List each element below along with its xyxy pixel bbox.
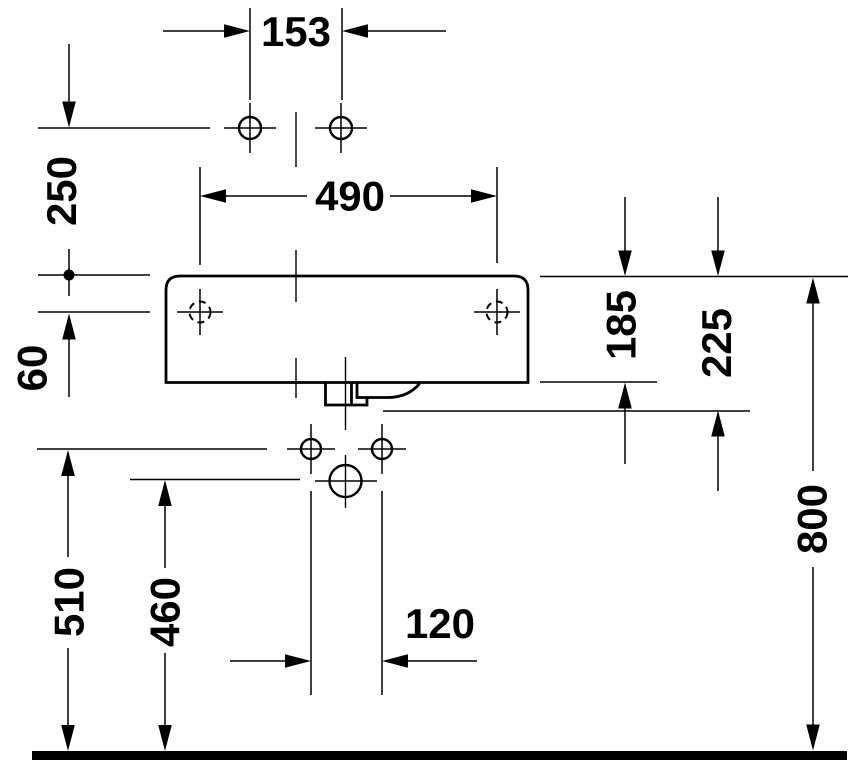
basin-outline <box>164 274 530 384</box>
dim-supply-lines-to-floor: 510 <box>46 450 93 751</box>
arrow-right-icon <box>471 189 497 203</box>
waste-outlet-stub <box>324 382 421 407</box>
dim-label-rim-to-floor: 800 <box>789 484 836 554</box>
arrow-down-icon <box>61 725 75 751</box>
arrow-left-icon <box>342 24 368 38</box>
arrow-up-icon <box>711 410 725 437</box>
dim-tap-hole-spacing: 153 <box>163 8 446 100</box>
dim-tap-line-to-rim: 250 <box>38 44 210 296</box>
arrow-right-icon <box>285 654 311 668</box>
dim-rim-to-outlet-bottom: 225 <box>693 197 740 491</box>
arrow-down-icon <box>618 250 632 276</box>
fixing-hole-right <box>474 289 520 335</box>
arrow-up-icon <box>158 480 172 506</box>
arrow-down-icon <box>62 101 76 128</box>
arrow-up-icon <box>61 450 75 476</box>
fixing-hole-left <box>177 289 223 335</box>
arrow-down-icon <box>711 250 725 276</box>
dim-label-tap-hole-spacing: 153 <box>261 8 331 55</box>
arrow-left-icon <box>200 189 226 203</box>
dim-label-tap-line-to-rim: 250 <box>38 156 85 226</box>
arrow-up-icon <box>62 313 76 340</box>
arrow-down-icon <box>158 725 172 751</box>
dim-label-fixing-hole-spacing: 490 <box>315 173 385 220</box>
supply-hole-left <box>287 424 335 474</box>
arrow-down-icon <box>806 724 820 751</box>
waste-outlet-hole <box>315 463 377 499</box>
dim-label-rim-to-outlet-bottom: 225 <box>693 308 740 378</box>
supply-hole-right <box>358 424 406 474</box>
arrow-up-icon <box>618 382 632 409</box>
dim-label-supply-line-spacing: 120 <box>405 600 475 647</box>
dim-label-outlet-center-to-floor: 460 <box>142 577 189 647</box>
arrow-up-icon <box>806 277 820 304</box>
tap-hole-left <box>224 103 276 153</box>
dim-supply-line-spacing: 120 <box>230 491 477 695</box>
tap-hole-right <box>315 103 367 153</box>
arrow-left-icon <box>382 654 408 668</box>
arrow-right-icon <box>224 24 250 38</box>
dim-outlet-center-to-floor: 460 <box>142 480 189 751</box>
siphon-cover-curve <box>355 382 421 399</box>
dim-rim-to-floor: 800 <box>789 277 836 751</box>
dim-rim-to-basin-bottom: 185 <box>598 197 645 464</box>
dim-label-rim-to-basin-bottom: 185 <box>598 290 645 360</box>
dim-label-supply-lines-to-floor: 510 <box>46 567 93 637</box>
dim-fixing-hole-spacing: 490 <box>199 167 498 265</box>
dim-label-rim-to-fixing-holes: 60 <box>9 345 56 392</box>
dim-rim-to-fixing-holes: 60 <box>9 311 150 397</box>
